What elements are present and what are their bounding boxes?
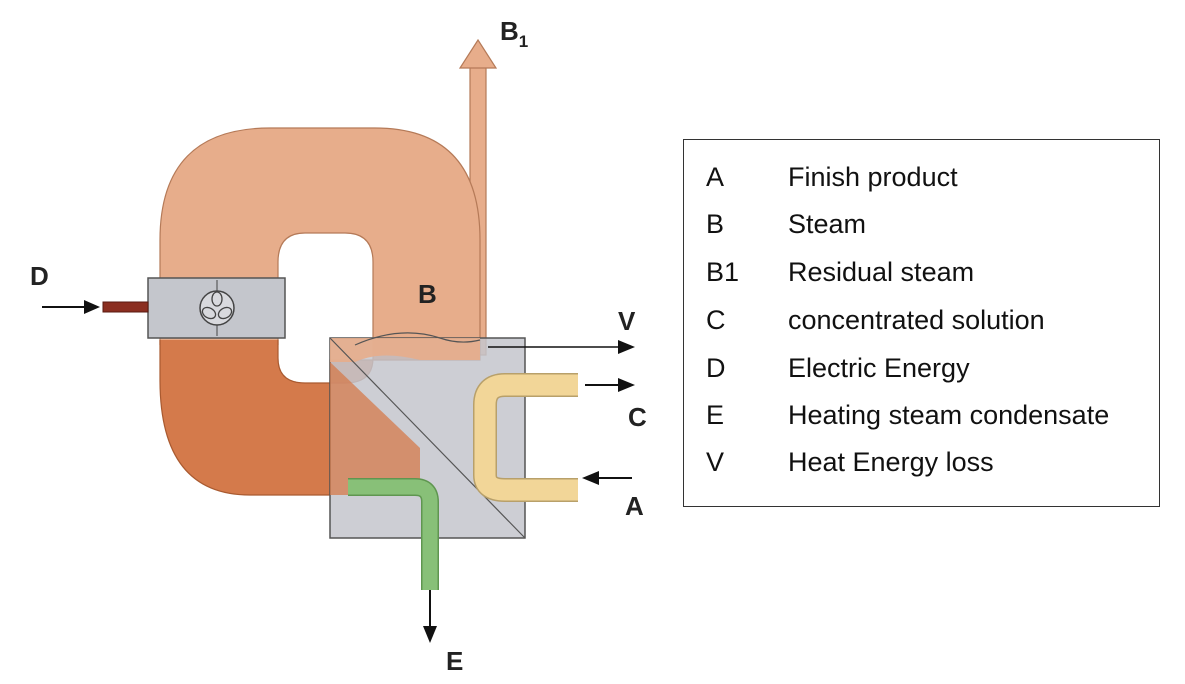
legend-key: C <box>706 305 726 335</box>
legend-desc: Heat Energy loss <box>788 447 994 477</box>
label-c: C <box>628 402 647 432</box>
legend-key: D <box>706 353 726 383</box>
label-d: D <box>30 261 49 291</box>
legend-key: E <box>706 400 725 430</box>
legend-key: A <box>706 162 725 192</box>
legend-key: V <box>706 447 725 477</box>
legend-box: A Finish product B Steam B1 Residual ste… <box>683 139 1160 507</box>
label-b1: B1 <box>500 16 528 51</box>
fan-icon <box>199 280 235 336</box>
legend-desc: Electric Energy <box>788 353 970 383</box>
evaporator-diagram: B1 D B V C A E <box>30 16 647 676</box>
legend-key: B1 <box>706 257 740 287</box>
label-e: E <box>446 646 463 676</box>
legend-desc: concentrated solution <box>788 305 1045 335</box>
legend-key: B <box>706 209 725 239</box>
solution-pipe <box>473 373 578 502</box>
condensate-pipe <box>348 478 439 590</box>
arrow-a <box>582 471 632 485</box>
label-b: B <box>418 279 437 309</box>
legend-desc: Heating steam condensate <box>788 400 1110 430</box>
arrow-e <box>423 590 437 643</box>
label-v: V <box>618 306 636 336</box>
label-a: A <box>625 491 644 521</box>
legend-desc: Steam <box>788 209 867 239</box>
legend-desc: Finish product <box>788 162 958 192</box>
arrow-c <box>585 378 635 392</box>
compressor <box>102 277 286 339</box>
legend-desc: Residual steam <box>788 257 975 287</box>
arrow-d <box>42 300 100 314</box>
arrow-v <box>488 340 635 354</box>
